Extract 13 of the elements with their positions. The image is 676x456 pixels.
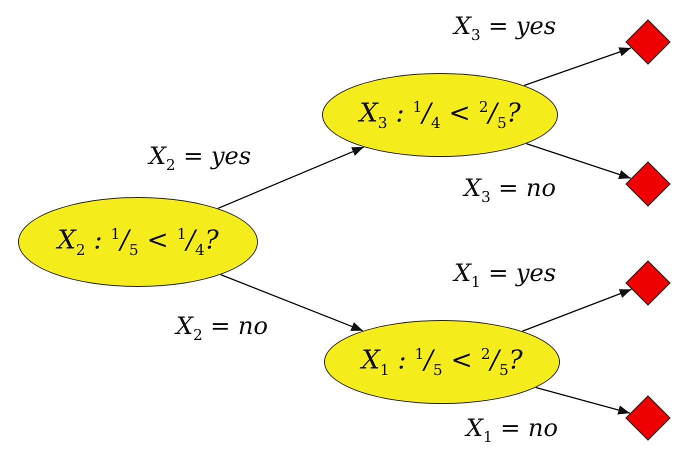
node-label: X$_{2}$ : $^{1}$/$_{5}$ < $^{1}$/$_{4}$? [57, 225, 219, 259]
arrow [536, 386, 630, 415]
arrow [220, 274, 364, 332]
arrow [526, 143, 631, 180]
diamond-leaf [625, 161, 671, 207]
node-label: X$_{1}$ : $^{1}$/$_{5}$ < $^{2}$/$_{5}$? [361, 345, 523, 379]
arrow [524, 47, 632, 86]
arrow [218, 146, 364, 210]
diamond-leaf [625, 19, 671, 65]
diamond-leaf [625, 395, 671, 441]
arrow [522, 288, 632, 332]
diamond-leaf [625, 260, 671, 306]
node-label: X$_{3}$ : $^{1}$/$_{4}$ < $^{2}$/$_{5}$? [359, 98, 521, 132]
